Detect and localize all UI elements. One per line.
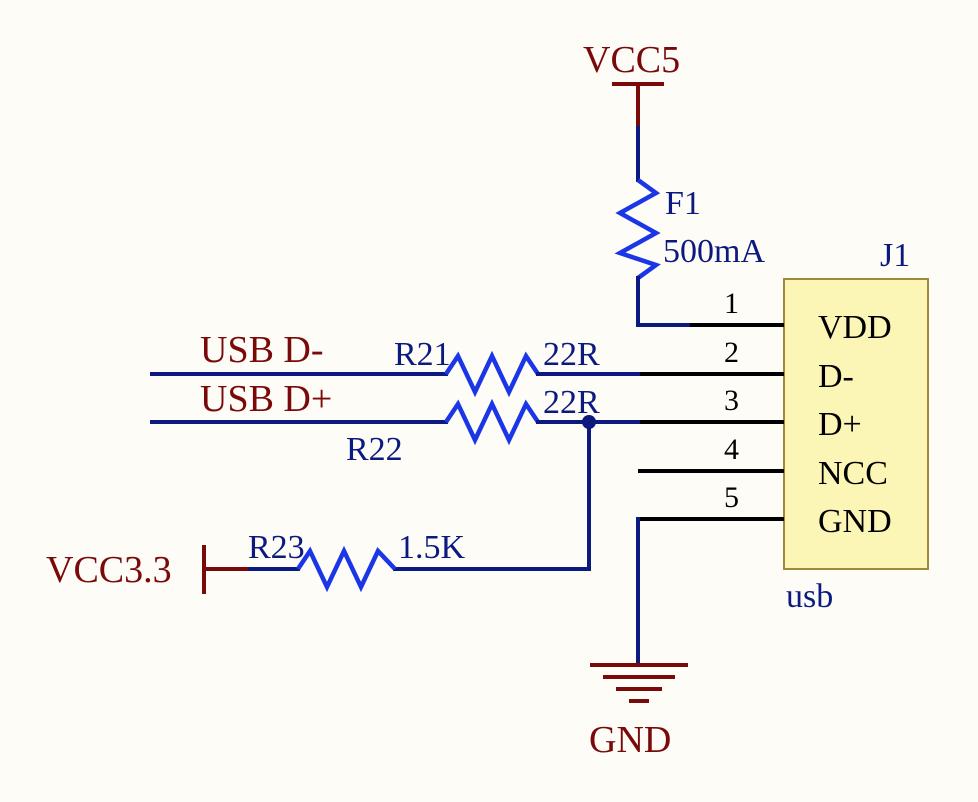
- vcc33-power-port: VCC3.3: [46, 545, 250, 594]
- vcc5-power-port: VCC5: [583, 39, 680, 130]
- fuse-f1-value: 500mA: [663, 233, 765, 270]
- net-usb-dp: USB D+: [150, 378, 448, 424]
- j1-pin2-number: 2: [724, 336, 739, 369]
- j1-pin3-name: D+: [818, 406, 862, 443]
- j1-pin4-number: 4: [724, 433, 739, 466]
- resistor-r22: R22 22R: [346, 384, 600, 468]
- j1-pin5-name: GND: [818, 503, 892, 540]
- vcc33-label: VCC3.3: [46, 549, 172, 591]
- resistor-r21-symbol: [444, 350, 540, 398]
- fuse-f1-designator: F1: [665, 185, 701, 222]
- gnd-power-port: GND: [589, 663, 688, 761]
- net-usb-dp-label: USB D+: [200, 378, 332, 420]
- resistor-r22-symbol: [444, 398, 540, 446]
- connector-j1-body: [783, 278, 929, 570]
- resistor-r21: R21 22R: [394, 336, 600, 398]
- resistor-r23-symbol: [296, 545, 397, 593]
- net-usb-dm-label: USB D-: [200, 329, 324, 371]
- gnd-label: GND: [589, 719, 671, 761]
- resistor-r22-designator: R22: [346, 431, 403, 468]
- connector-j1-comment: usb: [786, 578, 833, 615]
- connector-j1: J1 usb 1 2 3 4 5 VDD D- D+ NCC GND: [638, 237, 929, 615]
- resistor-r23-designator: R23: [248, 529, 305, 566]
- j1-pin1-number: 1: [724, 287, 739, 320]
- resistor-r21-value: 22R: [543, 336, 600, 373]
- vcc5-label: VCC5: [583, 39, 680, 81]
- resistor-r22-value: 22R: [543, 384, 600, 421]
- j1-pin1-name: VDD: [818, 309, 892, 346]
- connector-j1-designator: J1: [880, 237, 910, 274]
- resistor-r23-value: 1.5K: [398, 529, 466, 566]
- j1-pin4-name: NCC: [818, 455, 888, 492]
- wire-f1-pin1: [636, 276, 692, 327]
- fuse-f1-symbol: [614, 178, 661, 280]
- net-usb-dm: USB D-: [150, 329, 448, 376]
- wire-junction-r23: [393, 420, 591, 571]
- resistor-r23: R23 1.5K: [248, 529, 466, 593]
- fuse-f1: F1 500mA: [614, 178, 765, 280]
- resistor-r21-designator: R21: [394, 336, 451, 373]
- j1-pin2-name: D-: [818, 358, 854, 395]
- j1-pin5-number: 5: [724, 481, 739, 514]
- j1-pin3-number: 3: [724, 384, 739, 417]
